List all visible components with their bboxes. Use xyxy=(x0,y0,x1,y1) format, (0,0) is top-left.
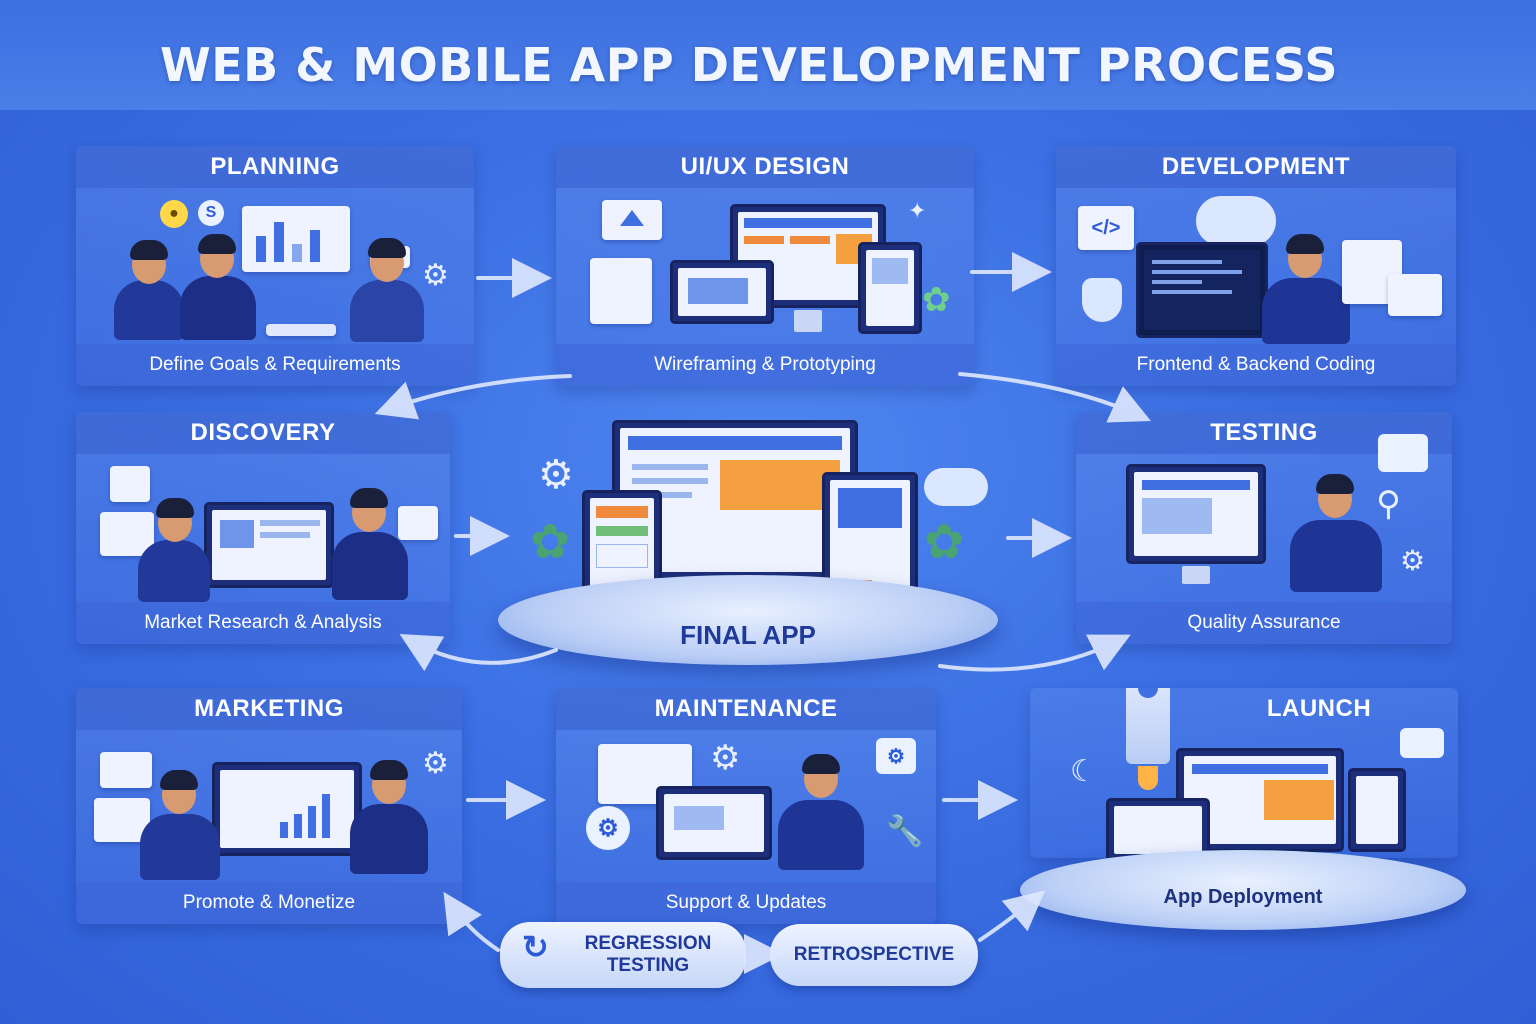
lightbulb-icon: ● xyxy=(160,200,188,228)
panel-marketing: MARKETING ⚙ Promote & Monetize xyxy=(76,688,462,924)
design-illustration: ✦ ✿ xyxy=(556,192,974,340)
panel-maintenance: MAINTENANCE ⚙ ⚙ ⚙ 🔧 Support & Updates xyxy=(556,688,936,924)
code-icon: </> xyxy=(1078,206,1134,250)
development-heading: DEVELOPMENT xyxy=(1056,146,1456,188)
marketing-gear-icon: ⚙ xyxy=(422,747,449,780)
analytics-card xyxy=(100,752,152,788)
design-tablet xyxy=(858,242,922,334)
wireframe-card xyxy=(602,200,662,240)
final-app-platform xyxy=(498,575,998,665)
wireframe-list xyxy=(590,258,652,324)
testing-illustration: ⚲ ⚙ xyxy=(1076,434,1452,598)
marketing-heading: MARKETING xyxy=(76,688,462,730)
launch-laptop xyxy=(1106,798,1210,858)
regression-testing-label: REGRESSION TESTING xyxy=(584,933,712,976)
panel-testing: TESTING ⚲ ⚙ Quality Assurance xyxy=(1076,412,1452,644)
testing-monitor-stand xyxy=(1182,566,1210,584)
testing-caption: Quality Assurance xyxy=(1076,602,1452,644)
plant-icon: ✿ xyxy=(922,281,951,319)
launch-illustration: ☾ xyxy=(1030,688,1458,858)
testing-gear-icon: ⚙ xyxy=(1400,545,1426,576)
panel-design: UI/UX DESIGN ✦ ✿ Wireframing & Prototypi… xyxy=(556,146,974,386)
panel-discovery: DISCOVERY Market Research & Analysis xyxy=(76,412,450,644)
planning-illustration: ● S ⚙ xyxy=(76,192,474,342)
maintenance-laptop xyxy=(656,786,772,860)
gear-icon: ⚙ xyxy=(422,259,449,292)
discovery-illustration xyxy=(76,458,450,602)
panel-launch: LAUNCH ☾ xyxy=(1030,688,1458,858)
dev-monitor xyxy=(1136,242,1268,338)
rocket-icon xyxy=(1126,688,1170,764)
settings-icon: ⚙ xyxy=(586,806,630,850)
maintenance-heading: MAINTENANCE xyxy=(556,688,936,730)
discovery-caption: Market Research & Analysis xyxy=(76,602,450,644)
page-title: WEB & MOBILE APP DEVELOPMENT PROCESS xyxy=(160,38,1339,92)
launch-platform xyxy=(1020,850,1466,930)
marketing-caption: Promote & Monetize xyxy=(76,882,462,924)
panel-development: DEVELOPMENT </> Frontend & Backend Codin… xyxy=(1056,146,1456,386)
refresh-icon: ↻ xyxy=(522,929,549,965)
final-plant-right: ✿ xyxy=(924,516,965,569)
arrow-retrospective-launch xyxy=(978,890,1046,942)
planning-caption: Define Goals & Requirements xyxy=(76,344,474,386)
maintenance-illustration: ⚙ ⚙ ⚙ 🔧 xyxy=(556,734,936,878)
shield-icon xyxy=(1082,278,1122,322)
analysis-card xyxy=(398,506,438,540)
marketing-illustration: ⚙ xyxy=(76,734,462,880)
retrospective-pill: RETROSPECTIVE xyxy=(770,924,978,986)
panel-planning: PLANNING ● S ⚙ Define Goals & Requireme xyxy=(76,146,474,386)
development-illustration: </> xyxy=(1056,192,1456,344)
wrench-icon: 🔧 xyxy=(886,815,924,848)
planning-heading: PLANNING xyxy=(76,146,474,188)
maintenance-gear-icon: ⚙ xyxy=(710,739,741,777)
launch-tablet xyxy=(1348,768,1406,852)
dev-ui-card-2 xyxy=(1388,274,1442,316)
moon-icon: ☾ xyxy=(1070,755,1097,788)
final-app-label: FINAL APP xyxy=(680,620,816,650)
chart-board xyxy=(242,206,350,272)
launch-chat-icon xyxy=(1400,728,1444,758)
design-laptop xyxy=(670,260,774,324)
title-band xyxy=(0,0,1536,110)
rocket-flame xyxy=(1138,766,1158,790)
launch-caption: App Deployment xyxy=(1163,886,1323,908)
final-cloud-icon xyxy=(924,468,988,506)
testing-monitor xyxy=(1126,464,1266,564)
magnifier-icon: ⚲ xyxy=(1376,485,1401,523)
planning-table-sheet xyxy=(266,324,336,336)
sparkle-icon: ✦ xyxy=(908,198,927,223)
development-caption: Frontend & Backend Coding xyxy=(1056,344,1456,386)
launch-heading: LAUNCH xyxy=(1266,695,1372,722)
marketing-monitor xyxy=(212,762,362,856)
final-plant-left: ✿ xyxy=(530,516,571,569)
cloud-icon xyxy=(1196,196,1276,246)
tools-icon: ⚙ xyxy=(876,738,916,774)
design-desktop-stand xyxy=(794,310,822,332)
design-caption: Wireframing & Prototyping xyxy=(556,344,974,386)
dollar-icon: S xyxy=(198,200,224,226)
discovery-monitor xyxy=(204,502,334,588)
maintenance-caption: Support & Updates xyxy=(556,882,936,924)
retrospective-label: RETROSPECTIVE xyxy=(793,944,955,965)
arrow-final-testing-lower xyxy=(938,634,1131,672)
final-gear-icon: ⚙ xyxy=(538,453,574,497)
chat-icon xyxy=(1378,434,1428,472)
discovery-heading: DISCOVERY xyxy=(76,412,450,454)
profile-card xyxy=(110,466,150,502)
design-heading: UI/UX DESIGN xyxy=(556,146,974,188)
regression-testing-pill: ↻ REGRESSION TESTING xyxy=(500,922,746,988)
